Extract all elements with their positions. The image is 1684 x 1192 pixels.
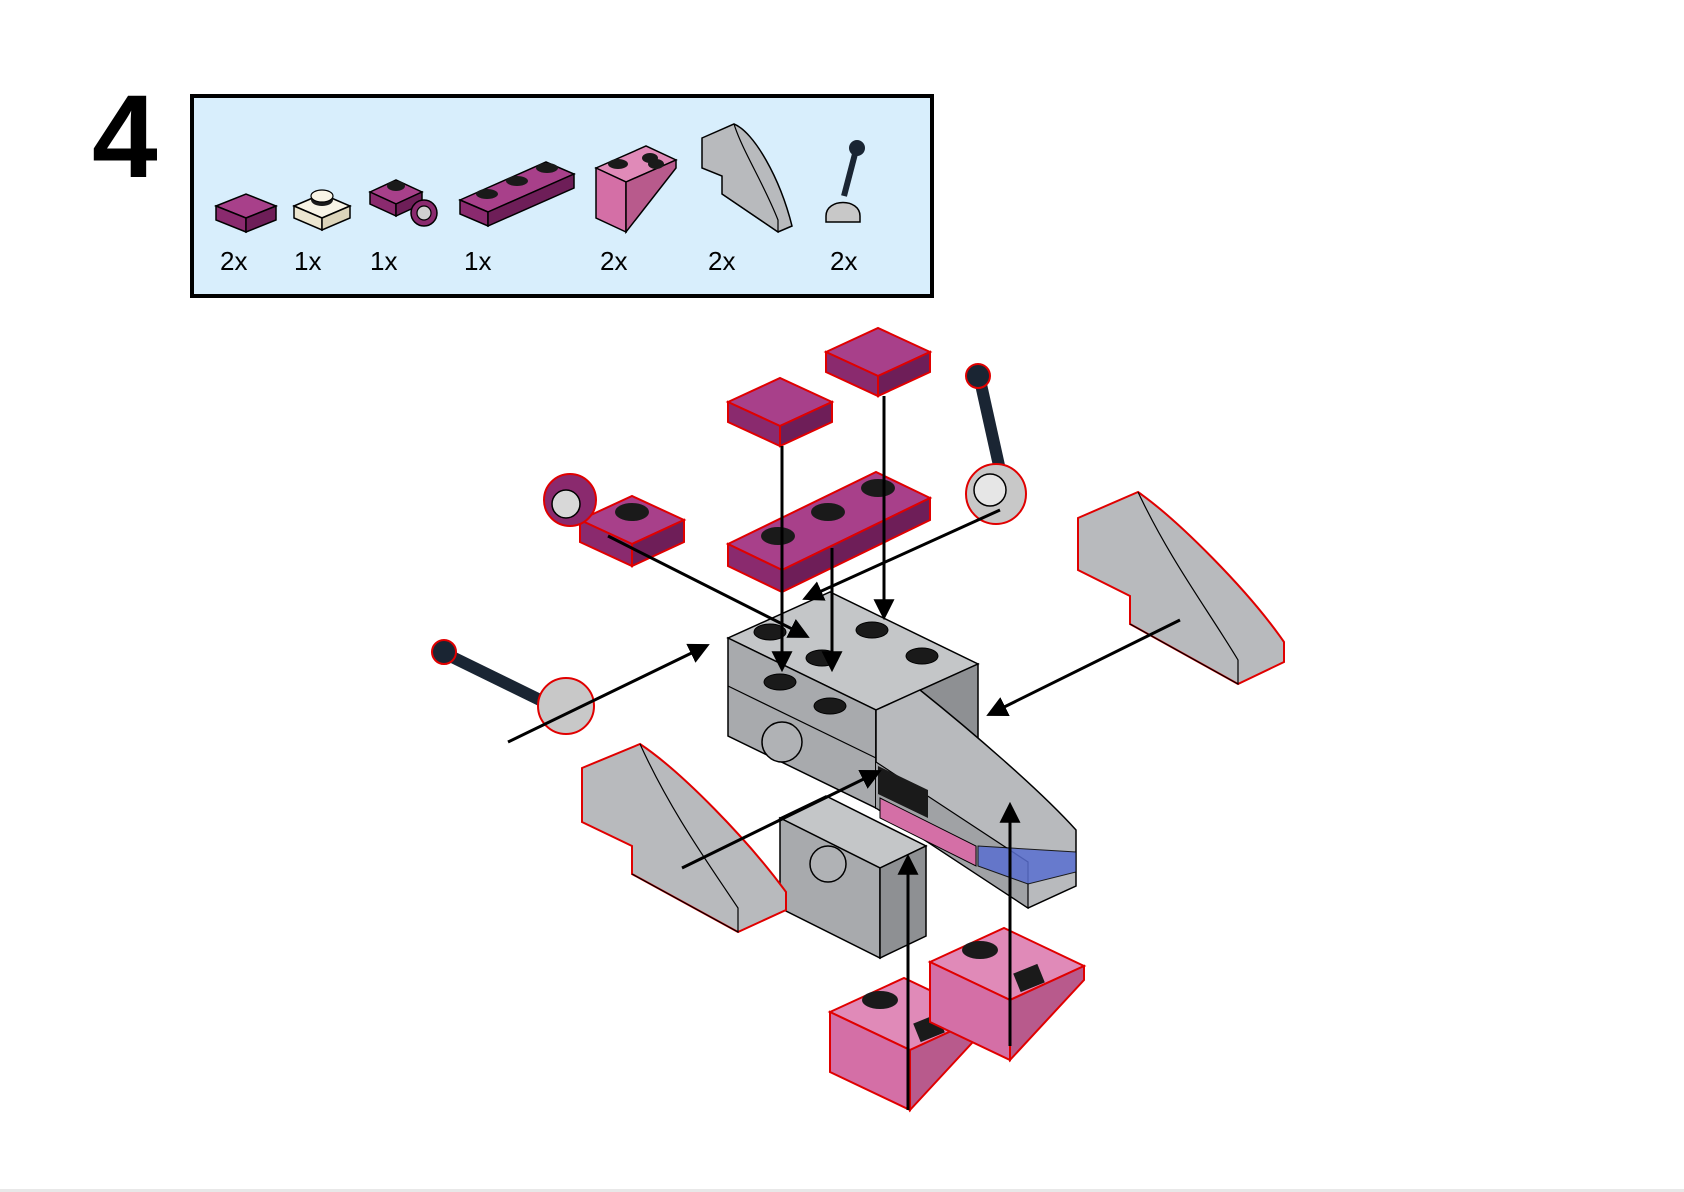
lever-ball-socket-left <box>431 639 595 735</box>
part-plate-1x3-magenta <box>458 161 576 228</box>
part-inverted-slope-pink <box>594 145 678 235</box>
part-plate-with-clip-magenta <box>368 179 438 227</box>
part-qty-6: 2x <box>708 246 736 276</box>
part-qty-1: 2x <box>220 246 248 276</box>
tile-1x1-magenta-right <box>823 326 933 398</box>
part-tile-1x1-magenta <box>213 193 279 234</box>
part-curved-slope-gray <box>701 123 793 234</box>
lever-ball-socket-right <box>965 363 1027 525</box>
curved-slope-gray-left <box>581 742 787 934</box>
part-lever-ball-socket <box>825 140 865 223</box>
part-qty-5: 2x <box>600 246 628 276</box>
step-number: 4 <box>92 71 158 203</box>
inverted-slope-pink-back <box>927 926 1087 1063</box>
part-qty-4: 1x <box>464 246 492 276</box>
assembly-arrows <box>507 396 1181 1110</box>
brick-studs <box>753 621 939 715</box>
part-qty-3: 1x <box>370 246 398 276</box>
tile-1x1-magenta-left <box>725 376 835 448</box>
bottom-divider <box>0 1189 1684 1192</box>
part-plate-1x1-white <box>292 189 352 232</box>
curved-slope-gray-right <box>1077 490 1285 686</box>
part-qty-2: 1x <box>294 246 322 276</box>
part-qty-7: 2x <box>830 246 858 276</box>
parts-list-illustrations <box>213 123 865 235</box>
plate-with-clip-magenta <box>543 473 687 568</box>
plate-1x3-magenta <box>725 470 933 594</box>
parts-list-box: 2x 1x 1x 1x 2x 2x 2x <box>190 94 934 298</box>
